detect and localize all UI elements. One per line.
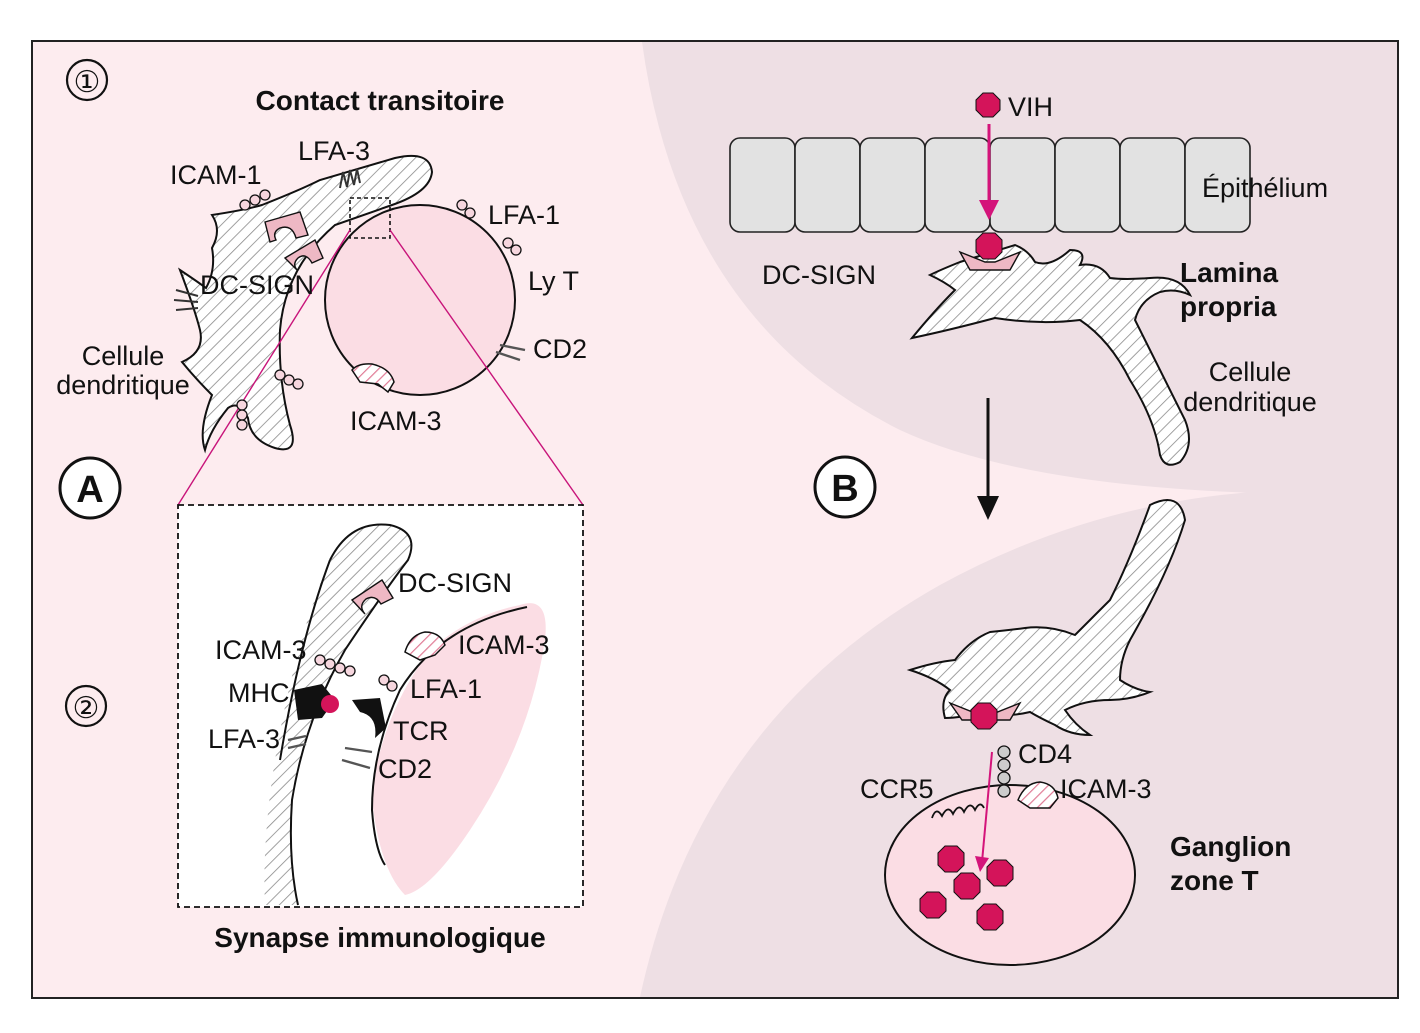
- t-cell-1: [324, 204, 516, 396]
- icam1-label: ICAM-1: [170, 160, 262, 190]
- dendritic-cell-2-label-line2: dendritique: [1183, 387, 1317, 417]
- tcr-label: TCR: [393, 716, 449, 746]
- lfa1-knobs: [456, 199, 522, 256]
- lfa1-knobs-synapse: [378, 674, 398, 692]
- dc-sign-receptor-3: [350, 579, 394, 615]
- lfa3-spikes-synapse: [287, 734, 307, 750]
- hiv-virion-legend: [975, 92, 1001, 118]
- ly-t-label: Ly T: [528, 266, 579, 296]
- lfa1-label-2: LFA-1: [410, 674, 482, 704]
- step2-number-badge: [64, 684, 108, 728]
- lfa3-label-2: LFA-3: [208, 724, 280, 754]
- step1-number-badge: [65, 58, 109, 102]
- dendritic-cell-2: [909, 243, 1193, 466]
- synapse-dendritic-outline: [289, 523, 413, 906]
- step2-number: ②: [73, 692, 100, 725]
- icam1-beads: [239, 189, 271, 211]
- ganglion-label-line2: zone T: [1170, 865, 1259, 896]
- icam3-beads-synapse: [314, 654, 356, 677]
- synapse-dendritic-outline-2: [279, 559, 331, 761]
- mhc-label: MHC: [228, 678, 290, 708]
- panel-b: Épithélium VIH DC-SIGN Lamina propria Ce…: [729, 92, 1328, 966]
- lfa1-label-1: LFA-1: [488, 200, 560, 230]
- infection-arrow-shaft: [981, 751, 993, 863]
- vih-label: VIH: [1008, 92, 1053, 122]
- panel-b-letter: B: [831, 468, 858, 510]
- hiv-virion-bound-1: [975, 232, 1003, 260]
- antigen-peptide: [321, 695, 339, 713]
- synapse-t-cell-outline: [370, 606, 528, 866]
- panel-b-lower-region: [640, 489, 1397, 997]
- cd2-label-2: CD2: [378, 754, 432, 784]
- step2-title: Synapse immunologique: [214, 922, 545, 953]
- cd4-label: CD4: [1018, 739, 1072, 769]
- cd2-spikes: [495, 343, 526, 362]
- zoom-line-right: [389, 229, 584, 506]
- step1-number: ①: [74, 66, 101, 99]
- lfa3-label-1: LFA-3: [298, 136, 370, 166]
- lamina-label-line1: Lamina: [1180, 257, 1278, 288]
- step1-title: Contact transitoire: [256, 85, 505, 116]
- hiv-virion-bound-2: [970, 702, 998, 730]
- dendritic-cell-1: [177, 154, 434, 454]
- lfa3-spikes-top: [339, 168, 361, 189]
- dc-sign-receptor-2: [283, 238, 324, 271]
- icam3-label-right: ICAM-3: [458, 630, 550, 660]
- dc-sign-receptor-1: [264, 211, 309, 243]
- icam3-label-3: ICAM-3: [1060, 774, 1152, 804]
- epithelium-label: Épithélium: [1202, 173, 1328, 203]
- synapse-t-cell: [372, 603, 546, 895]
- dc-sign-label-3: DC-SIGN: [762, 260, 876, 290]
- migration-arrow-head: [977, 496, 999, 520]
- zoom-line-left: [177, 229, 351, 506]
- dc-sign-receptor-4: [958, 250, 1022, 271]
- hiv-entry-arrow-head: [979, 200, 999, 220]
- dendritic-cell-label-line1: Cellule: [82, 341, 165, 371]
- ganglion-label-line1: Ganglion: [1170, 831, 1291, 862]
- dc-sign-label-1: DC-SIGN: [200, 270, 314, 300]
- ccr5-receptor: [931, 803, 985, 819]
- cd2-label-1: CD2: [533, 334, 587, 364]
- icam3-receptor-2: [404, 631, 446, 661]
- infection-arrow-head: [975, 856, 989, 872]
- cd4-beads: [997, 745, 1011, 798]
- synapse-dendritic-membrane: [264, 524, 412, 905]
- panel-a-badge: A: [58, 456, 122, 520]
- icam3-receptor-3: [1017, 781, 1059, 809]
- step1-contact: ① Contact transitoire: [56, 58, 587, 506]
- hiv-virions-inside: [919, 845, 1014, 931]
- icam3-label-1: ICAM-3: [350, 406, 442, 436]
- lfa3-spikes-left: [173, 289, 199, 311]
- epithelium-cells: [729, 137, 1251, 233]
- icam3-receptor-1: [351, 363, 395, 394]
- dc-sign-label-2: DC-SIGN: [398, 568, 512, 598]
- icam-beads-lower: [236, 369, 304, 431]
- ccr5-label: CCR5: [860, 774, 934, 804]
- icam3-label-left: ICAM-3: [215, 635, 307, 665]
- dendritic-cell-label-line2: dendritique: [56, 370, 190, 400]
- panel-b-badge: B: [813, 455, 877, 519]
- panel-a-letter: A: [76, 469, 103, 511]
- dendritic-cell-2-label-line1: Cellule: [1209, 357, 1292, 387]
- step2-synapse: ② DC-SIGN ICAM-3: [64, 504, 584, 953]
- tcr-molecule: [352, 698, 386, 738]
- cd2-spikes-synapse: [341, 746, 373, 770]
- zoom-box: [349, 197, 391, 239]
- lamina-label-line2: propria: [1180, 291, 1277, 322]
